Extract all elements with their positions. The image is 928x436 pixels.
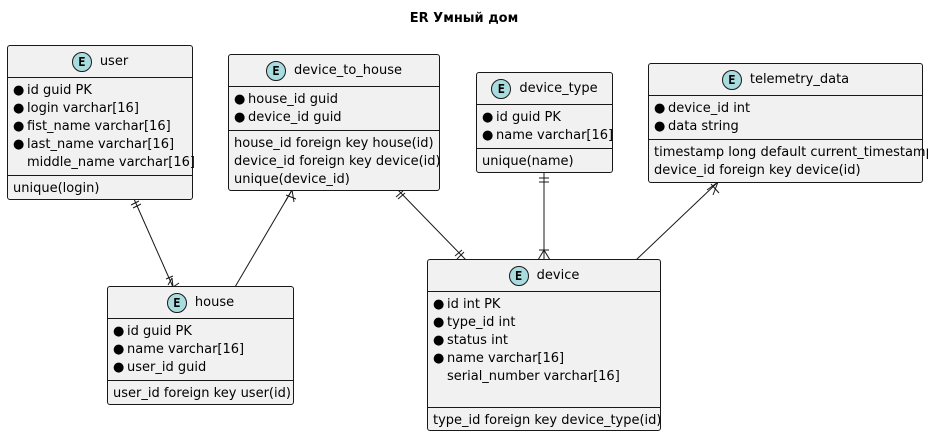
constraints-section: type_id foreign key device_type(id) <box>428 407 662 433</box>
mandatory-bullet-icon: ● <box>482 110 494 125</box>
diagram-title: ER Умный дом <box>409 11 519 26</box>
entity-badge-icon: E <box>721 69 742 90</box>
fields-section: ●id guid PK ●login varchar[16] ●fist_nam… <box>8 78 195 175</box>
constraints-section: unique(name) <box>477 148 612 174</box>
fields-section: ●device_id int ●data string <box>649 96 922 139</box>
mandatory-bullet-icon: ● <box>13 119 25 134</box>
field-row: ●last_name varchar[16] <box>13 137 175 152</box>
constraint-row: user_id foreign key user(id) <box>113 386 291 401</box>
mandatory-bullet-icon: ● <box>13 137 25 152</box>
constraint-row: unique(device_id) <box>234 172 350 187</box>
field-row: ●user_id guid <box>113 360 207 375</box>
entity-name: device_to_house <box>294 62 402 78</box>
constraints-section: timestamp long default current_timestamp… <box>649 139 928 183</box>
field-row: ●id guid PK <box>13 83 92 98</box>
mandatory-bullet-icon: ● <box>113 342 125 357</box>
field-row: ●name varchar[16] <box>113 342 245 357</box>
entity-header: E device_to_house <box>229 55 439 87</box>
mandatory-bullet-icon: ● <box>113 324 125 339</box>
field-row: ●house_id guid <box>234 92 339 107</box>
field-row: ●id guid PK <box>113 324 192 339</box>
entity-device[interactable]: E device ●id int PK ●type_id int ●status… <box>427 259 662 433</box>
fields-section: ●house_id guid ●device_id guid <box>229 87 439 130</box>
constraint-row: device_id foreign key device(id) <box>654 163 861 178</box>
mandatory-bullet-icon: ● <box>113 360 125 375</box>
mandatory-bullet-icon: ● <box>234 110 246 125</box>
mandatory-bullet-icon: ● <box>234 92 246 107</box>
field-row: ●device_id guid <box>234 110 342 125</box>
field-row: ●login varchar[16] <box>13 101 139 116</box>
entity-house[interactable]: E house ●id guid PK ●name varchar[16] ●u… <box>107 286 294 405</box>
constraint-row: timestamp long default current_timestamp <box>654 145 928 160</box>
constraints-section: house_id foreign key house(id) device_id… <box>229 130 441 192</box>
entity-name: device_type <box>519 80 598 96</box>
entity-header: E user <box>8 46 192 78</box>
mandatory-bullet-icon: ● <box>654 119 666 134</box>
field-row: serial_number varchar[16] <box>447 369 620 384</box>
link-device-to-house-house <box>234 189 293 288</box>
field-row: ●id int PK <box>433 297 501 312</box>
constraint-row: unique(login) <box>13 181 100 196</box>
entity-name: device <box>536 267 580 283</box>
mandatory-bullet-icon: ● <box>13 101 25 116</box>
fields-section: ●id guid PK ●name varchar[16] ●user_id g… <box>108 319 293 380</box>
entity-badge-icon: E <box>491 78 512 99</box>
field-row: ●type_id int <box>433 315 516 330</box>
entity-header: E house <box>108 287 293 319</box>
constraint-row: device_id foreign key device(id) <box>234 154 441 169</box>
link-user-house <box>133 198 174 288</box>
mandatory-bullet-icon: ● <box>433 333 445 348</box>
field-row: ●fist_name varchar[16] <box>13 119 171 134</box>
constraint-row: type_id foreign key device_type(id) <box>433 413 662 428</box>
entity-device-type[interactable]: E device_type ●id guid PK ●name varchar[… <box>476 72 613 173</box>
constraint-row: unique(name) <box>482 154 574 169</box>
entity-badge-icon: E <box>508 265 529 286</box>
constraints-section: unique(login) <box>8 175 192 201</box>
entity-badge-icon: E <box>266 60 287 81</box>
mandatory-bullet-icon: ● <box>654 101 666 116</box>
entity-header: E device <box>428 260 660 292</box>
field-row: ●name varchar[16] <box>433 351 565 366</box>
mandatory-bullet-icon: ● <box>13 83 25 98</box>
field-row: ●status int <box>433 333 509 348</box>
field-row: middle_name varchar[16] <box>27 155 195 170</box>
mandatory-bullet-icon: ● <box>433 351 445 366</box>
link-telemetry-device <box>635 181 719 261</box>
field-row: ●name varchar[16] <box>482 128 614 143</box>
entity-device-to-house[interactable]: E device_to_house ●house_id guid ●device… <box>228 54 441 192</box>
constraints-section: user_id foreign key user(id) <box>108 380 293 406</box>
field-row: ●id guid PK <box>482 110 561 125</box>
entity-name: user <box>99 53 129 69</box>
entity-header: E device_type <box>477 73 612 105</box>
fields-section: ●id guid PK ●name varchar[16] <box>477 105 614 148</box>
entity-telemetry-data[interactable]: E telemetry_data ●device_id int ●data st… <box>648 63 928 183</box>
mandatory-bullet-icon: ● <box>482 128 494 143</box>
constraint-row: house_id foreign key house(id) <box>234 136 434 151</box>
entity-name: house <box>194 294 235 310</box>
mandatory-bullet-icon: ● <box>433 297 445 312</box>
link-device-to-house-device <box>397 189 467 261</box>
entity-user[interactable]: E user ●id guid PK ●login varchar[16] ●f… <box>7 45 195 201</box>
entity-badge-icon: E <box>71 51 92 72</box>
entity-header: E telemetry_data <box>649 64 922 96</box>
entity-badge-icon: E <box>166 292 187 313</box>
mandatory-bullet-icon: ● <box>433 315 445 330</box>
entity-name: telemetry_data <box>749 71 850 87</box>
field-row: ●data string <box>654 119 739 134</box>
fields-section: ●id int PK ●type_id int ●status int ●nam… <box>428 292 660 407</box>
field-row: ●device_id int <box>654 101 751 116</box>
